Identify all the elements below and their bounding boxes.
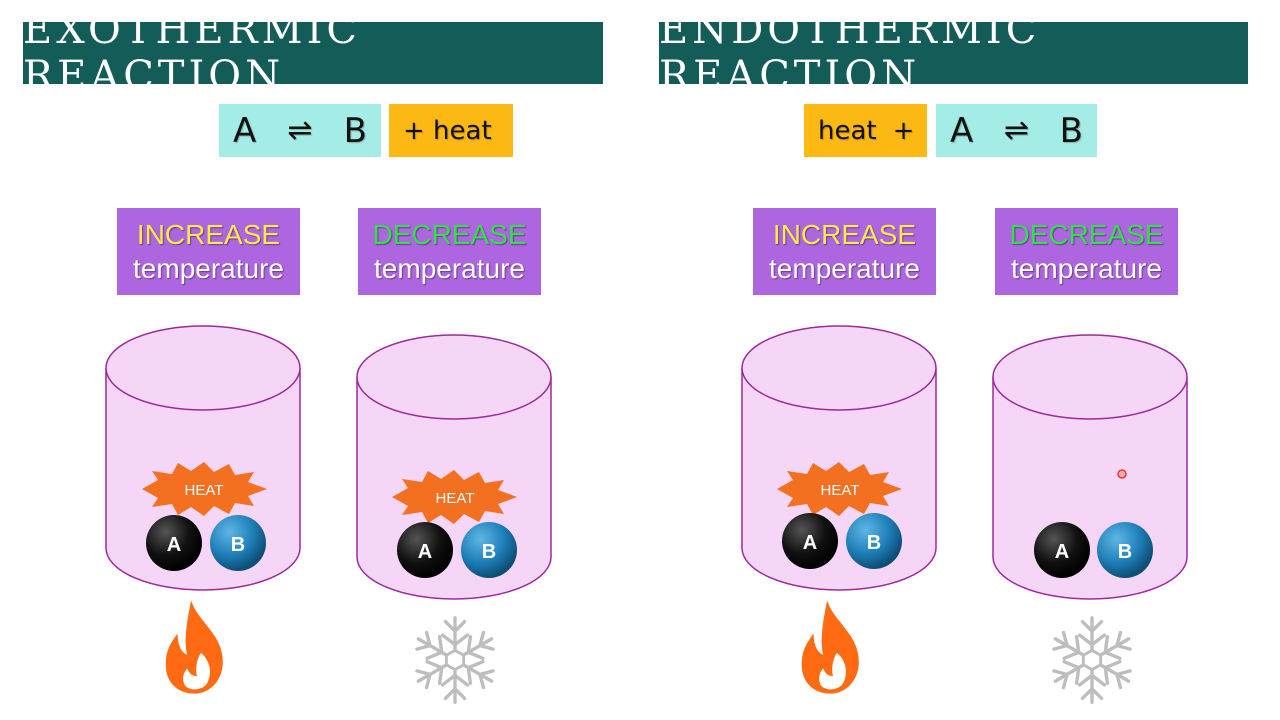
molecule-a xyxy=(782,513,838,569)
molecule-b xyxy=(461,522,517,578)
heat-burst-icon xyxy=(392,470,517,524)
equilibrium-arrow-icon: ⇌ xyxy=(287,113,313,148)
container-endo-increase: HEAT A B xyxy=(741,325,937,694)
condition-label: temperature xyxy=(769,252,920,284)
molecule-a-label: A xyxy=(803,532,817,554)
endo-eq-a: A xyxy=(950,110,974,151)
flame-icon xyxy=(165,600,223,694)
exo-eq-heat-term: + heat xyxy=(403,115,492,146)
molecule-b-label: B xyxy=(482,541,496,563)
condition-word: DECREASE xyxy=(372,218,527,250)
exo-eq-a: A xyxy=(233,110,257,151)
molecule-a-label: A xyxy=(1055,541,1069,563)
heat-burst-icon xyxy=(777,462,902,516)
molecule-b-label: B xyxy=(231,534,245,556)
condition-label: temperature xyxy=(133,252,284,284)
heat-burst-label: HEAT xyxy=(436,490,475,507)
molecule-a-label: A xyxy=(418,541,432,563)
endothermic-title: Endothermic Reaction xyxy=(659,7,1248,99)
condition-word: INCREASE xyxy=(136,218,281,250)
heat-burst-label: HEAT xyxy=(185,482,224,499)
exo-eq-b: B xyxy=(343,110,367,151)
cursor-dot xyxy=(1117,469,1127,479)
container-exo-decrease: HEAT A B xyxy=(356,334,552,702)
exo-equation-ab: A ⇌ B xyxy=(219,104,381,157)
equilibrium-arrow-icon: ⇌ xyxy=(1003,113,1030,148)
exo-decrease-box: DECREASE temperature xyxy=(358,208,541,295)
molecule-a xyxy=(397,522,453,578)
condition-label: temperature xyxy=(1011,252,1162,284)
endo-equation-ab: A ⇌ B xyxy=(936,104,1097,157)
condition-word: INCREASE xyxy=(772,218,917,250)
molecule-b xyxy=(210,515,266,571)
molecule-a xyxy=(146,515,202,571)
snowflake-icon xyxy=(1049,618,1135,702)
endo-eq-heat-term: heat xyxy=(818,115,877,146)
heat-burst-label: HEAT xyxy=(821,482,860,499)
endo-decrease-box: DECREASE temperature xyxy=(995,208,1178,295)
container-exo-increase: HEAT A B xyxy=(105,325,301,694)
endo-eq-b: B xyxy=(1059,110,1083,151)
heat-burst-icon xyxy=(142,462,267,516)
molecule-b-label: B xyxy=(1118,541,1132,563)
molecule-b xyxy=(1097,522,1153,578)
endo-eq-plus: + xyxy=(892,115,915,146)
flame-icon xyxy=(801,600,859,694)
molecule-a-label: A xyxy=(167,534,181,556)
molecule-b-label: B xyxy=(867,532,881,554)
molecule-b xyxy=(846,513,902,569)
container-endo-decrease: A B xyxy=(992,334,1188,702)
exo-increase-box: INCREASE temperature xyxy=(117,208,300,295)
endo-equation-heat: heat + xyxy=(804,104,927,157)
condition-label: temperature xyxy=(374,252,525,284)
snowflake-icon xyxy=(412,618,498,702)
condition-word: DECREASE xyxy=(1009,218,1164,250)
exo-equation-heat: + heat xyxy=(389,104,513,157)
endo-increase-box: INCREASE temperature xyxy=(753,208,936,295)
molecule-a xyxy=(1034,522,1090,578)
